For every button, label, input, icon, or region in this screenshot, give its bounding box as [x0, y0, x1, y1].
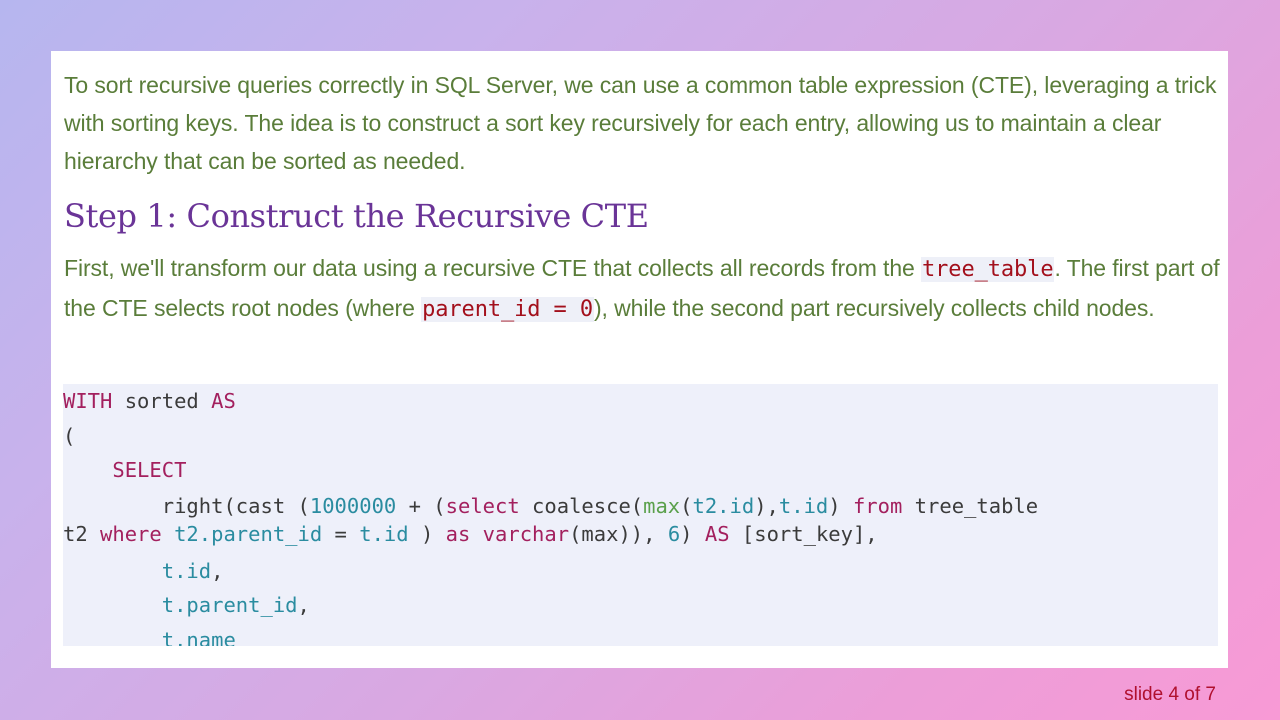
code-text: t2	[63, 521, 101, 546]
code-keyword: as	[445, 521, 471, 546]
code-text: (	[680, 493, 693, 518]
code-text: )	[828, 493, 853, 518]
code-indent	[63, 494, 162, 518]
code-line-2: (	[63, 419, 1218, 454]
code-keyword: WITH	[63, 389, 113, 413]
code-indent	[63, 628, 162, 647]
code-text: ),	[754, 493, 779, 518]
code-text: )	[408, 521, 446, 546]
code-line-6: t.id,	[63, 554, 1218, 589]
code-text: (	[63, 423, 76, 448]
code-line-7: t.parent_id,	[63, 588, 1218, 623]
inline-code-tree-table: tree_table	[921, 257, 1055, 282]
code-keyword: where	[100, 521, 162, 546]
code-line-4: right(cast (1000000 + (select coalesce(m…	[63, 488, 1218, 520]
code-line-5: t2 where t2.parent_id = t.id ) as varcha…	[63, 520, 1218, 554]
code-text: )	[680, 521, 705, 546]
code-identifier: t.parent_id	[161, 593, 298, 617]
code-keyword: AS	[704, 521, 730, 546]
code-text: =	[322, 521, 360, 546]
sql-code-block: WITH sorted AS ( SELECT right(cast (10000…	[63, 384, 1218, 646]
code-line-3: SELECT	[63, 453, 1218, 488]
step-text-3: ), while the second part recursively col…	[594, 295, 1155, 321]
code-text: sorted	[112, 389, 212, 413]
code-identifier: t.id	[359, 521, 409, 546]
step-heading: Step 1: Construct the Recursive CTE	[64, 197, 649, 235]
code-text	[162, 522, 174, 546]
step-text-1: First, we'll transform our data using a …	[64, 255, 922, 281]
code-identifier: t2.id	[692, 493, 755, 518]
code-text: + (	[396, 493, 446, 518]
code-identifier: t2.parent_id	[174, 521, 323, 546]
code-text: coalesce(	[519, 493, 644, 518]
code-text: right(cast (	[161, 493, 310, 518]
code-identifier: t.name	[161, 627, 236, 647]
slide-card: To sort recursive queries correctly in S…	[51, 51, 1228, 668]
code-text: ,	[211, 558, 224, 583]
code-number: 6	[667, 521, 681, 546]
code-keyword: varchar	[482, 521, 570, 546]
intro-paragraph: To sort recursive queries correctly in S…	[64, 72, 1217, 174]
code-text: tree_table	[902, 493, 1039, 518]
code-number: 1000000	[309, 493, 397, 518]
code-identifier: t.id	[778, 493, 829, 518]
code-text: ,	[297, 593, 310, 617]
code-text	[470, 522, 482, 546]
code-line-1: WITH sorted AS	[63, 384, 1218, 419]
inline-code-parent-id: parent_id = 0	[421, 297, 594, 322]
code-indent	[63, 559, 162, 583]
code-keyword: select	[445, 493, 520, 518]
code-text: (max)),	[569, 521, 668, 546]
code-keyword: SELECT	[112, 458, 187, 482]
code-function: max	[643, 493, 681, 518]
code-identifier: t.id	[161, 558, 212, 583]
code-line-8: t.name	[63, 623, 1218, 647]
code-indent	[63, 458, 112, 482]
slide-counter: slide 4 of 7	[1124, 684, 1216, 705]
step-text-2: . The first part of the CTE selects root…	[64, 255, 1220, 321]
step-paragraph: First, we'll transform our data using a …	[64, 249, 1224, 329]
code-text: [sort_key],	[729, 521, 878, 546]
code-keyword: AS	[211, 389, 236, 413]
code-indent	[63, 593, 162, 617]
code-keyword: from	[852, 493, 903, 518]
